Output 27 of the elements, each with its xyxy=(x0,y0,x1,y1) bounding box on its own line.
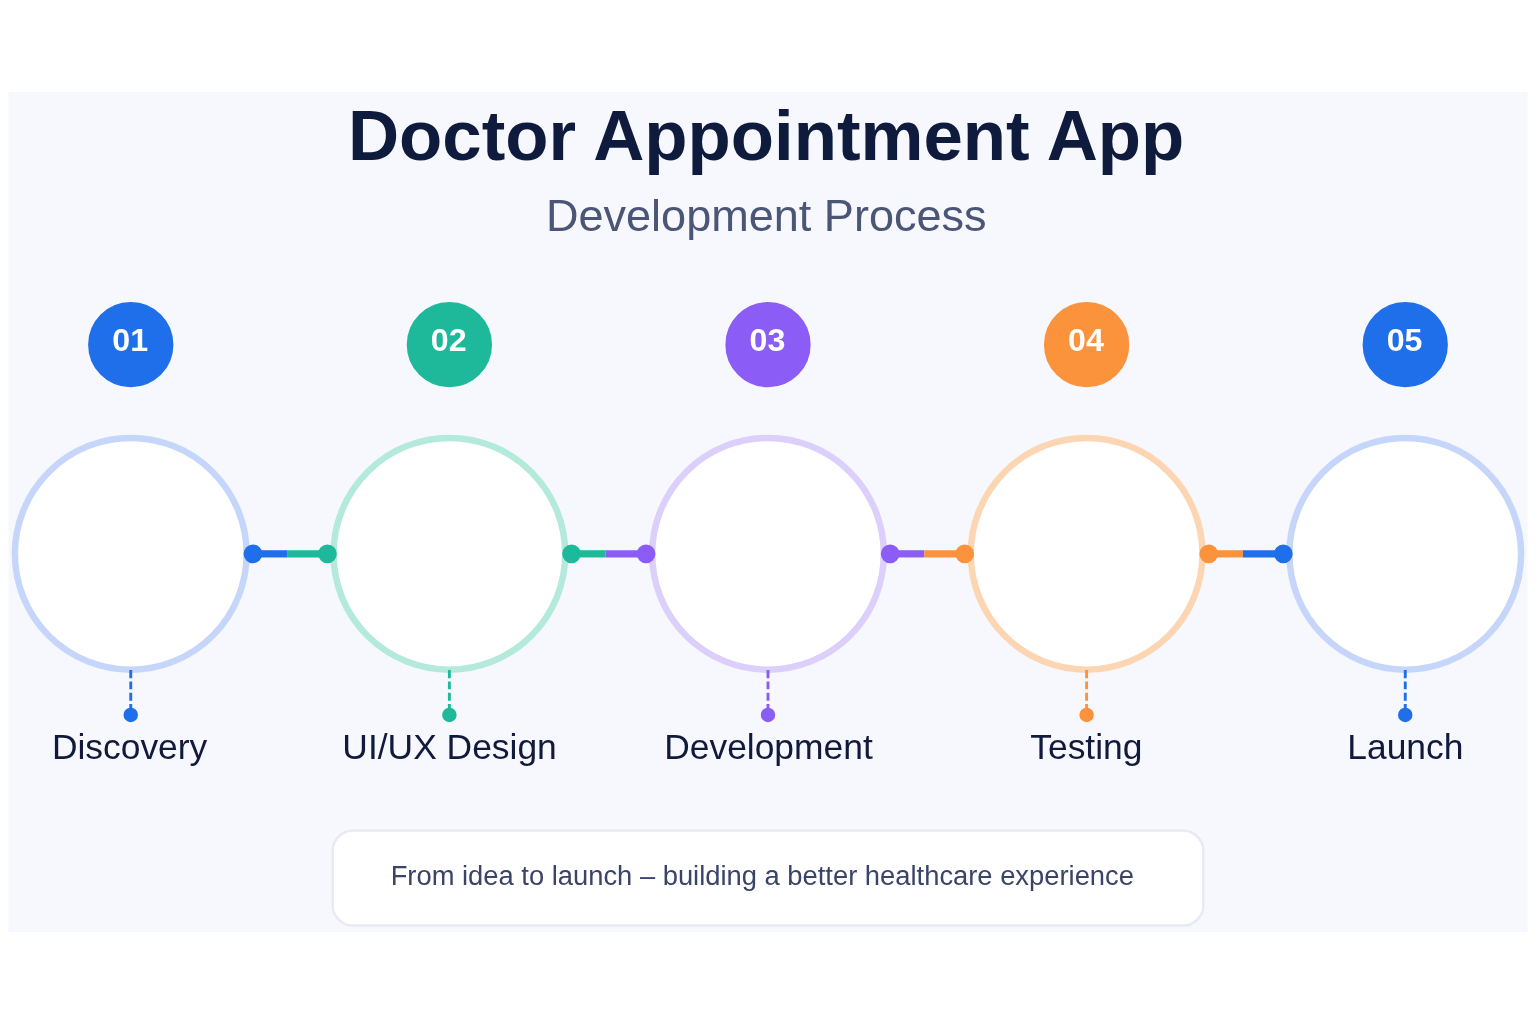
node-circle xyxy=(1286,434,1525,673)
connector xyxy=(1199,544,1293,564)
node-circle xyxy=(967,434,1206,673)
connector xyxy=(442,670,457,723)
connector xyxy=(243,544,337,564)
connector xyxy=(1079,670,1094,723)
node-circle: 05 xyxy=(1362,302,1448,388)
node-circle: 03 xyxy=(725,302,811,388)
node-text: Launch xyxy=(1347,727,1464,768)
node-text: UI/UX Design xyxy=(342,727,557,768)
connector xyxy=(880,544,975,564)
node-circle: 04 xyxy=(1043,302,1130,388)
node-text: Testing xyxy=(1030,727,1143,768)
node-box: From idea to launch – building a better healthcare experience xyxy=(331,829,1205,927)
node-circle xyxy=(11,434,250,673)
connector xyxy=(562,544,656,564)
label: Development Process xyxy=(545,190,987,242)
node-text: Discovery xyxy=(51,727,208,768)
node-circle: 01 xyxy=(88,302,174,388)
connector xyxy=(760,670,776,723)
connector xyxy=(1398,670,1413,723)
node-circle xyxy=(330,434,569,673)
node-circle xyxy=(648,434,888,673)
node-circle: 02 xyxy=(406,302,493,388)
diagram-title: Doctor Appointment App xyxy=(348,95,1185,175)
node-text: Development xyxy=(664,727,873,768)
connector xyxy=(123,670,138,723)
